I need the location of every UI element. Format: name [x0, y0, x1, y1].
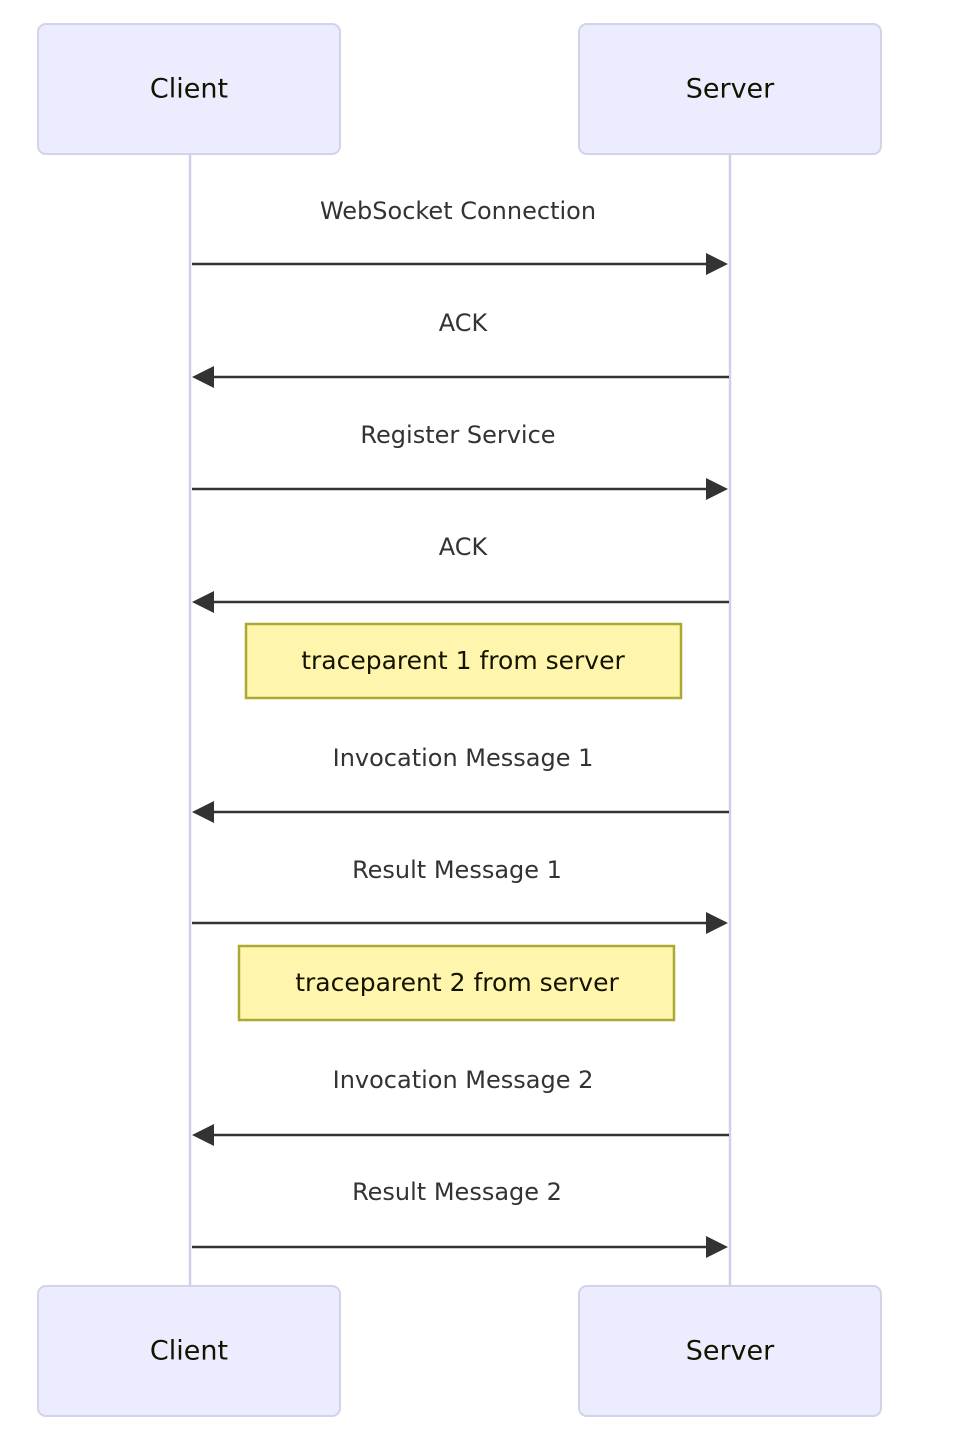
arrowhead-left-icon — [192, 366, 214, 388]
participant-server-top-rect — [578, 23, 882, 155]
message-register-service[interactable]: Register Service — [192, 421, 728, 500]
message-invocation-2-label: Invocation Message 2 — [333, 1066, 594, 1094]
lifelines-layer — [188, 154, 732, 1286]
message-result-1-label: Result Message 1 — [352, 856, 562, 884]
participant-server-bottom-rect — [578, 1285, 882, 1417]
participant-client-top[interactable]: Client — [37, 23, 341, 155]
message-websocket-connection[interactable]: WebSocket Connection — [192, 197, 728, 275]
message-invocation-1[interactable]: Invocation Message 1 — [192, 744, 729, 823]
message-invocation-2[interactable]: Invocation Message 2 — [192, 1066, 729, 1146]
arrowhead-left-icon — [192, 591, 214, 613]
arrowhead-right-icon — [706, 253, 728, 275]
participant-client-top-rect — [37, 23, 341, 155]
participant-server-top[interactable]: Server — [578, 23, 882, 155]
note-traceparent-2-rect — [237, 944, 676, 1022]
message-ack-2[interactable]: ACK — [192, 533, 729, 613]
note-traceparent-1-label: traceparent 1 from server — [301, 646, 625, 675]
arrowhead-left-icon — [192, 801, 214, 823]
participant-server-top-label: Server — [686, 74, 775, 105]
message-register-service-label: Register Service — [360, 421, 555, 449]
arrowhead-right-icon — [706, 1236, 728, 1258]
participant-client-bottom-rect — [37, 1285, 341, 1417]
arrowhead-left-icon — [192, 1124, 214, 1146]
participant-client-bottom[interactable]: Client — [37, 1285, 341, 1417]
participant-server-bottom-label: Server — [686, 1336, 775, 1367]
message-result-2[interactable]: Result Message 2 — [192, 1178, 728, 1258]
participant-client-bottom-label: Client — [150, 1336, 228, 1367]
message-websocket-connection-label: WebSocket Connection — [320, 197, 596, 225]
note-traceparent-2[interactable]: traceparent 2 from server — [237, 944, 676, 1022]
note-traceparent-2-label: traceparent 2 from server — [295, 968, 619, 997]
note-traceparent-1[interactable]: traceparent 1 from server — [244, 622, 683, 700]
arrowhead-right-icon — [706, 478, 728, 500]
message-ack-2-label: ACK — [439, 533, 489, 561]
participant-client-top-label: Client — [150, 74, 228, 105]
message-ack-1-label: ACK — [439, 309, 489, 337]
arrowhead-right-icon — [706, 912, 728, 934]
message-result-1[interactable]: Result Message 1 — [192, 856, 728, 934]
message-result-2-label: Result Message 2 — [352, 1178, 562, 1206]
message-ack-1[interactable]: ACK — [192, 309, 729, 388]
participant-server-bottom[interactable]: Server — [578, 1285, 882, 1417]
note-traceparent-1-rect — [244, 622, 683, 700]
message-invocation-1-label: Invocation Message 1 — [333, 744, 594, 772]
